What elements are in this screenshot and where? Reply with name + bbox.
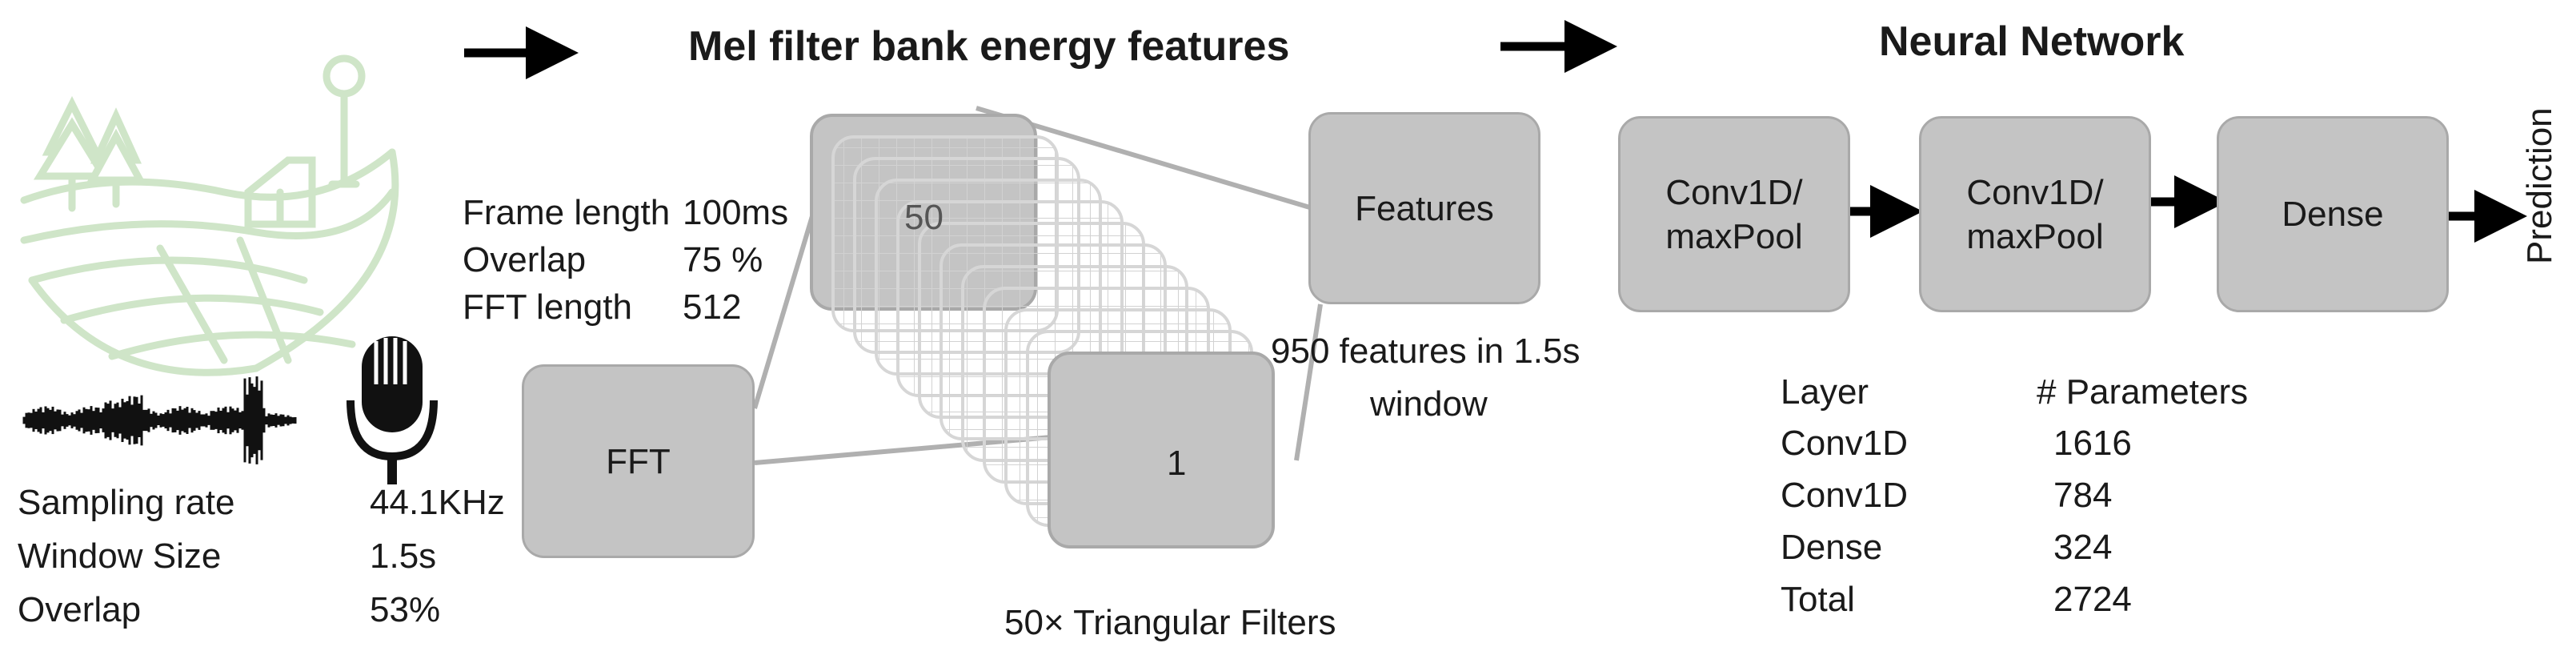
frame-length-value: 100ms — [683, 193, 789, 232]
filter-grid-overlay — [810, 114, 1275, 548]
features-caption-line1: 950 features in 1.5s — [1271, 331, 1580, 371]
features-block: Features — [1308, 112, 1540, 304]
features-label: Features — [1355, 188, 1494, 228]
sampling-rate-value: 44.1KHz — [370, 483, 505, 522]
filter-top-label: 50 — [904, 198, 943, 237]
table-header-params: # Parameters — [2037, 372, 2249, 412]
dense-label: Dense — [2282, 195, 2384, 234]
table-row: Conv1D — [1781, 424, 1908, 463]
sampling-rate-label: Sampling rate — [18, 483, 235, 522]
features-caption-line2: window — [1370, 384, 1488, 424]
conv2-line2: maxPool — [1966, 216, 2104, 256]
window-size-value: 1.5s — [370, 536, 437, 576]
table-header-layer: Layer — [1781, 372, 1869, 412]
prediction-label: Prediction — [2520, 107, 2559, 264]
window-size-label: Window Size — [18, 536, 222, 576]
waveform-icon — [22, 376, 297, 464]
table-row: 2724 — [2053, 580, 2132, 619]
table-row: Total — [1781, 580, 1855, 619]
conv1d-maxpool-block-1: Conv1D/maxPool — [1618, 116, 1850, 312]
mel-title: Mel filter bank energy features — [688, 23, 1290, 70]
filter-bottom-label: 1 — [1167, 444, 1187, 483]
input-overlap-value: 53% — [370, 590, 441, 629]
table-row: Dense — [1781, 528, 1883, 567]
fft-length-label: FFT length — [463, 287, 632, 327]
fft-overlap-value: 75 % — [683, 240, 763, 279]
table-row: 1616 — [2053, 424, 2132, 463]
conv1-line1: Conv1D/ — [1665, 172, 1803, 212]
input-overlap-label: Overlap — [18, 590, 142, 629]
fft-length-value: 512 — [683, 287, 742, 327]
table-row: Conv1D — [1781, 476, 1908, 515]
conv2-line1: Conv1D/ — [1966, 172, 2104, 212]
farm-logo-icon — [20, 54, 399, 376]
filters-caption: 50× Triangular Filters — [1004, 603, 1336, 642]
frame-length-label: Frame length — [463, 193, 671, 232]
table-row: 324 — [2053, 528, 2113, 567]
fft-label: FFT — [606, 441, 671, 481]
fft-block: FFT — [522, 364, 755, 558]
conv1-line2: maxPool — [1665, 216, 1803, 256]
dense-block: Dense — [2217, 116, 2449, 312]
filter-sheet — [1048, 352, 1275, 548]
fft-overlap-label: Overlap — [463, 240, 587, 279]
table-row: 784 — [2053, 476, 2113, 515]
conv1d-maxpool-block-2: Conv1D/maxPool — [1919, 116, 2151, 312]
microphone-icon — [347, 336, 438, 484]
filter-stack: 50 1 — [808, 112, 1304, 569]
nn-title: Neural Network — [1879, 18, 2185, 65]
